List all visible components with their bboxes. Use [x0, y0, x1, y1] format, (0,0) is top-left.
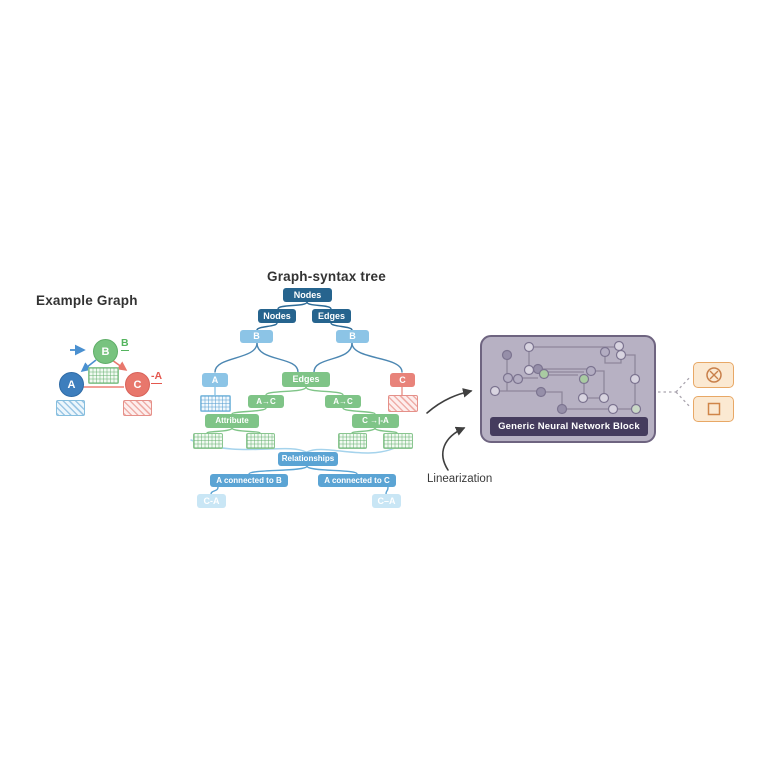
neural-network-block: Generic Neural Network Block — [480, 335, 656, 443]
output-dashed-connectors — [658, 375, 692, 409]
graph-node-a: A — [59, 372, 84, 397]
attribute-matrix-green — [88, 367, 119, 384]
attribute-label-b: B — [121, 337, 129, 351]
example-graph-arrows — [70, 344, 128, 388]
tree-node-nodes: Nodes — [258, 309, 296, 323]
tree-node-ca-right: C–A — [372, 494, 401, 508]
tree-matrix-green-4 — [383, 433, 413, 449]
circuit-illustration — [489, 340, 642, 415]
tree-matrix-c — [388, 395, 418, 412]
tree-node-relationships: Relationships — [278, 452, 338, 466]
tree-node-connected-c: A connected to C — [318, 474, 396, 487]
tree-matrix-green-2 — [246, 433, 275, 449]
example-graph-title: Example Graph — [36, 293, 138, 308]
tree-matrix-green-3 — [338, 433, 367, 449]
tree-matrix-a — [200, 395, 231, 412]
tree-node-attribute: Attribute — [205, 414, 259, 428]
tree-node-edges: Edges — [312, 309, 351, 323]
syntax-tree-title: Graph-syntax tree — [267, 269, 386, 284]
attribute-matrix-red — [123, 400, 152, 416]
tree-node-edges-inner: Edges — [282, 372, 330, 387]
attribute-matrix-blue — [56, 400, 85, 416]
tree-node-connected-b: A connected to B — [210, 474, 288, 487]
output-box-top — [693, 362, 734, 388]
nn-block-label: Generic Neural Network Block — [490, 417, 648, 436]
tree-node-a: A — [202, 373, 228, 387]
tree-connectors — [190, 301, 403, 495]
linearization-label: Linearization — [427, 473, 493, 485]
tree-node-c-attribute: C →|-A — [352, 414, 399, 428]
tree-node-ca-left: C-A — [197, 494, 226, 508]
tree-node-root: Nodes — [283, 288, 332, 302]
attribute-label-neg-a: -A — [151, 370, 163, 384]
tree-node-b-right: B — [336, 330, 369, 343]
square-icon — [707, 402, 720, 416]
tree-node-b-left: B — [240, 330, 273, 343]
tree-node-ac-right: A→C — [325, 395, 361, 408]
tree-node-c: C — [390, 373, 415, 387]
tree-node-ac-left: A→C — [248, 395, 284, 408]
circled-x-icon — [705, 367, 722, 383]
graph-node-c: C — [125, 372, 150, 397]
linearization-arrows — [426, 388, 473, 471]
graph-node-b: B — [93, 339, 118, 364]
tree-matrix-green-1 — [193, 433, 223, 449]
output-box-bottom — [693, 396, 734, 422]
